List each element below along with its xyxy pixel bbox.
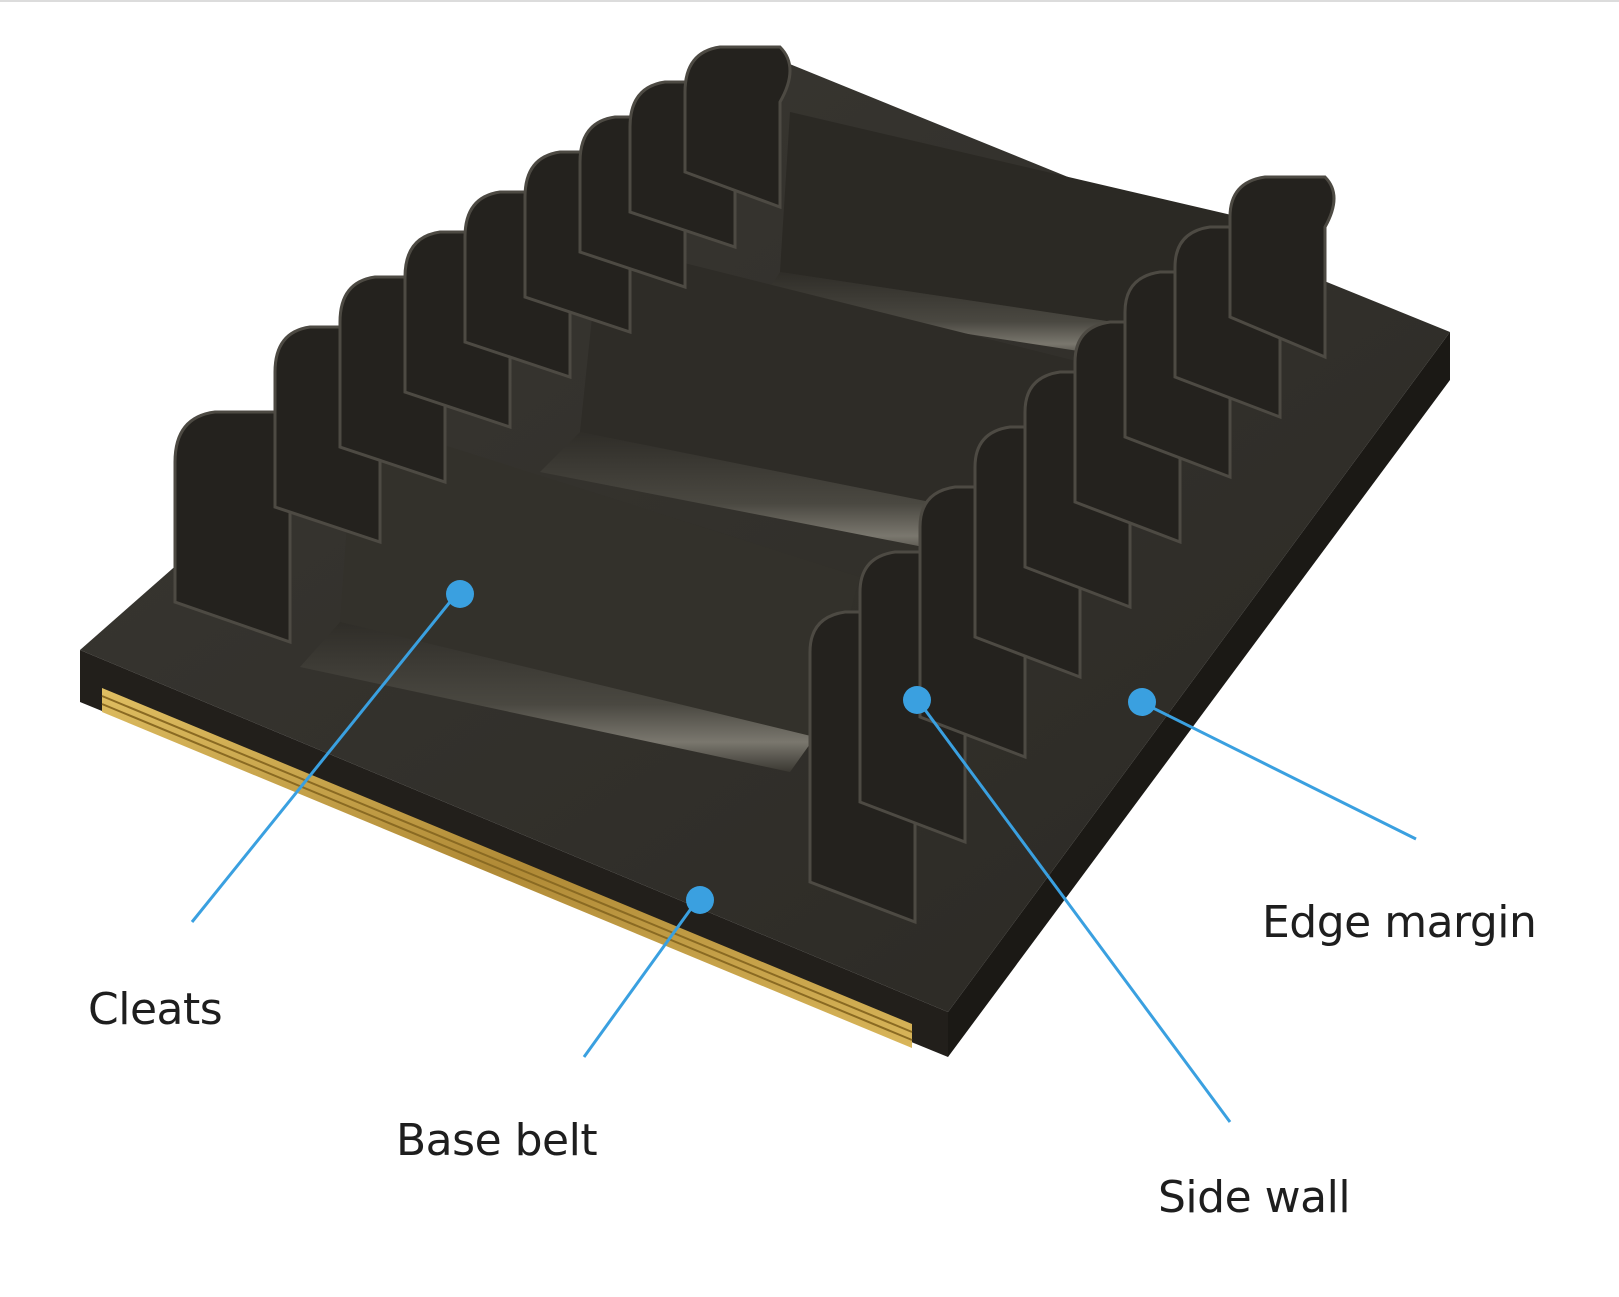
label-base-belt: Base belt <box>396 1115 598 1166</box>
dot-side-wall <box>903 686 931 714</box>
leader-side-wall <box>915 698 1232 1123</box>
leader-edge-margin <box>1140 700 1417 841</box>
leader-base-belt <box>582 898 700 1058</box>
cleats <box>300 112 1240 772</box>
label-side-wall: Side wall <box>1158 1172 1351 1223</box>
dot-base-belt <box>686 886 714 914</box>
leader-cleats <box>190 591 460 923</box>
callout-lines <box>190 591 1417 1123</box>
side-wall-left <box>173 45 792 645</box>
dot-edge-margin <box>1128 688 1156 716</box>
label-cleats: Cleats <box>88 984 223 1035</box>
fabric-ply <box>102 688 912 1048</box>
dot-cleats <box>446 580 474 608</box>
side-wall-right <box>808 175 1336 925</box>
callout-dots <box>446 580 1156 914</box>
label-edge-margin: Edge margin <box>1262 897 1537 948</box>
